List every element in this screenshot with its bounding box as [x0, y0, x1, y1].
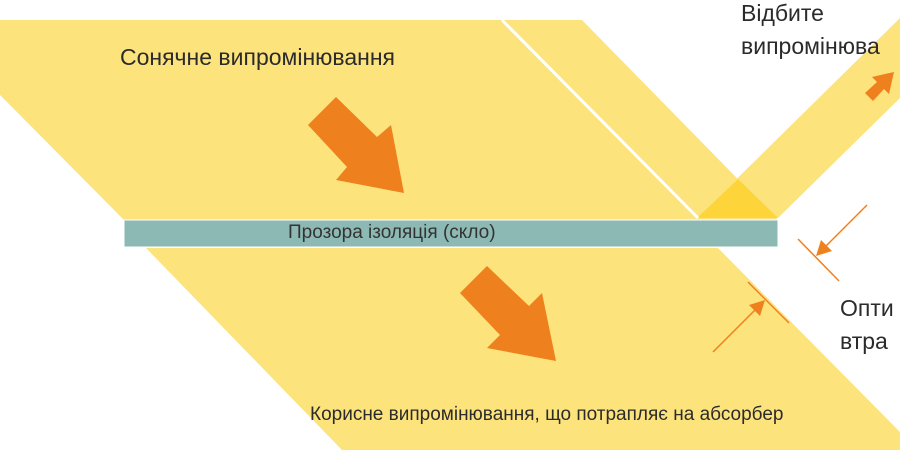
reflected-label-line2: випромінюва — [741, 33, 880, 59]
solar-radiation-label: Сонячне випромінювання — [120, 44, 396, 70]
reflected-label-line1: Відбите — [741, 0, 824, 26]
useful-radiation-label: Корисне випромінювання, що потрапляє на … — [310, 404, 784, 425]
transmitted-arrow-icon — [460, 266, 556, 361]
incoming-arrow-icon — [308, 97, 404, 193]
optical-loss-label-line2: втра — [840, 328, 888, 354]
glass-label: Прозора ізоляція (скло) — [288, 222, 496, 243]
optical-loss-label-line1: Опти — [840, 295, 894, 321]
beam-overlap — [697, 179, 778, 218]
glass-layer — [123, 219, 779, 248]
optical-loss-marker-lower — [712, 281, 790, 353]
reflected-arrow-icon — [865, 72, 894, 101]
optical-loss-marker-upper — [797, 204, 868, 282]
incoming-beam — [0, 20, 778, 220]
reflected-beam — [697, 18, 900, 218]
beam-divider-line — [500, 18, 700, 220]
